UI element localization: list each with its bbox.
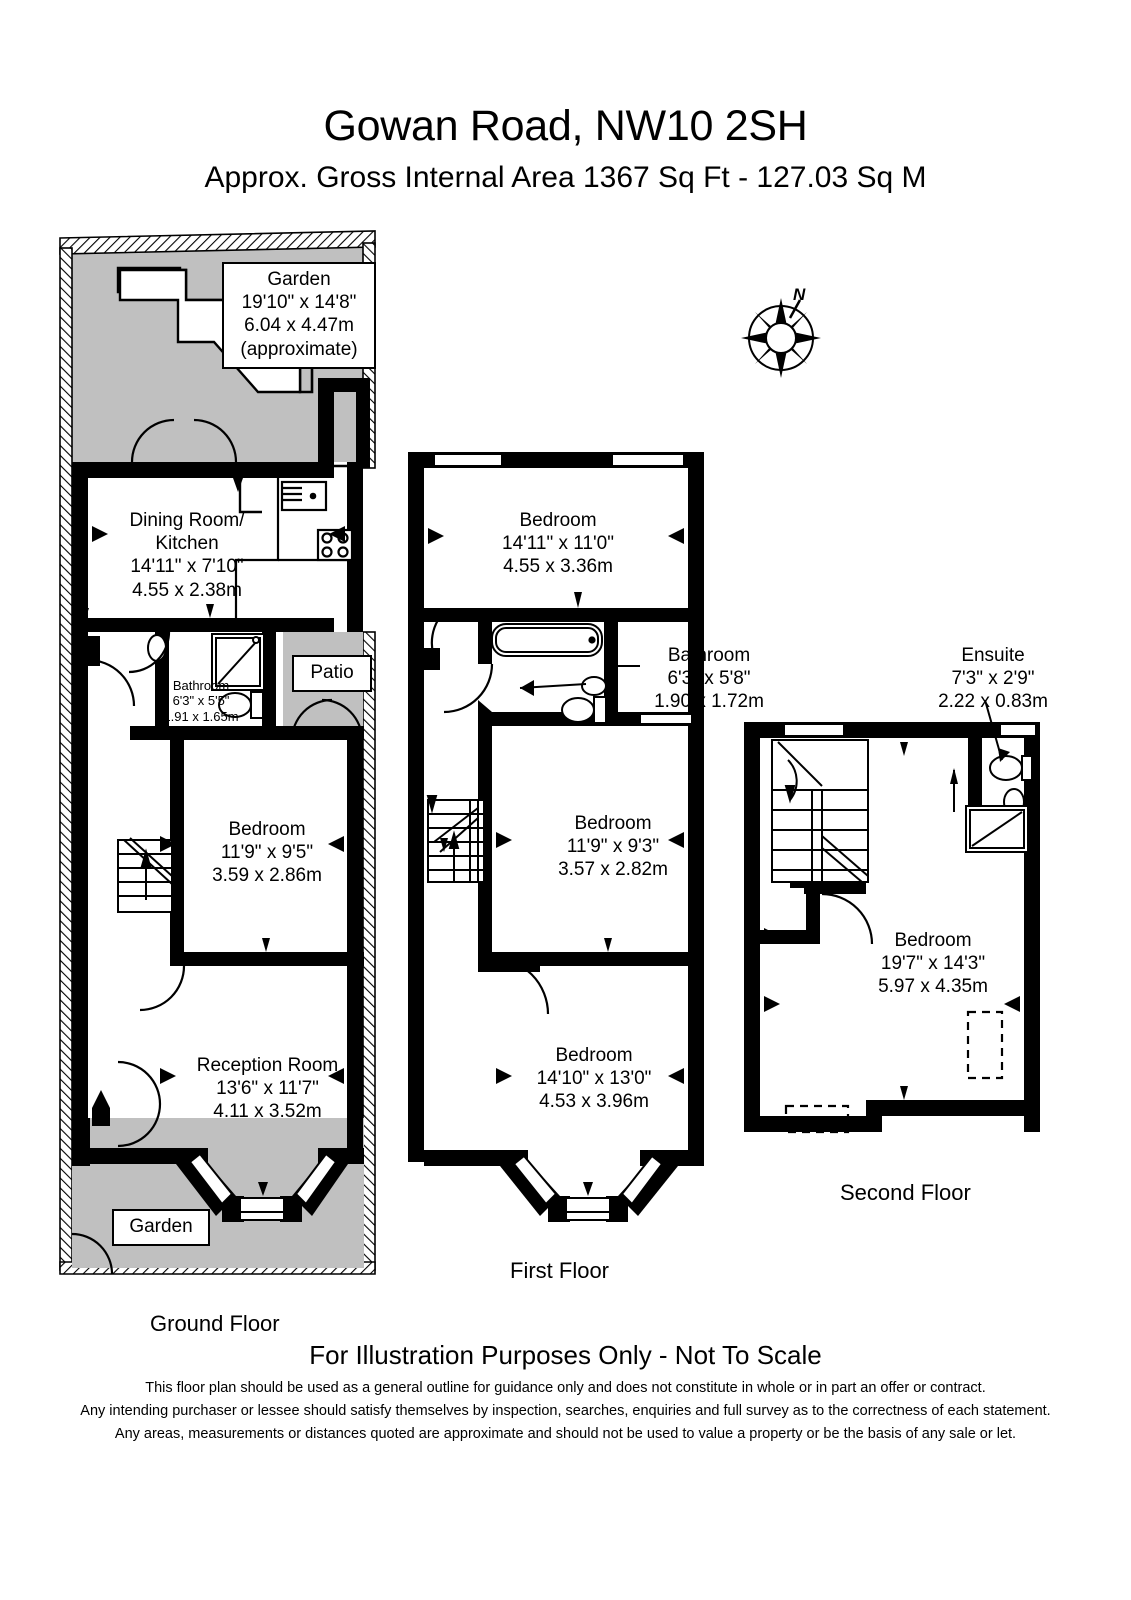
first-floor-side-window — [639, 713, 693, 725]
compass-rose — [741, 298, 821, 378]
floor-label-first: First Floor — [510, 1258, 609, 1283]
header: Gowan Road, NW10 2SH Approx. Gross Inter… — [0, 0, 1131, 193]
second-floor-plan — [744, 699, 1040, 1134]
first-bay-arrow — [583, 1182, 593, 1196]
page-title: Gowan Road, NW10 2SH — [323, 102, 808, 150]
ground-stairs — [117, 837, 173, 913]
kitchen-side-door — [238, 478, 262, 514]
ground-bathroom-fittings — [147, 633, 265, 719]
first-floor-plan — [408, 452, 704, 1222]
disclaimer-line-1: This floor plan should be used as a gene… — [145, 1380, 986, 1396]
first-floor-stairs — [426, 795, 485, 883]
ground-bay-window — [188, 1152, 338, 1221]
boundary-fence-right-lower — [362, 631, 376, 1271]
second-floor-stairs — [771, 739, 869, 883]
first-dimension-arrows — [428, 528, 684, 1084]
kitchen-garden-door-2 — [193, 418, 238, 463]
disclaimer-line-3: Any areas, measurements or distances quo… — [114, 1426, 1017, 1442]
ground-bay-arrow — [258, 1182, 268, 1196]
illustration-notice: For Illustration Purposes Only - Not To … — [309, 1340, 822, 1370]
first-bay-window — [512, 1154, 664, 1221]
second-floor-recess-bottom — [784, 1104, 850, 1134]
compass-north-label: N — [793, 285, 806, 304]
kitchen-units — [234, 478, 354, 618]
entrance-arrow — [92, 1090, 110, 1126]
first-floor-rear-windows — [433, 453, 685, 467]
ground-floor-plan — [59, 230, 376, 1275]
entrance-door-arc — [117, 1060, 162, 1148]
hall-door-arc — [87, 658, 136, 707]
page-subtitle: Approx. Gross Internal Area 1367 Sq Ft -… — [204, 161, 927, 194]
reception-door-arc — [139, 965, 186, 1012]
second-ensuite-fittings — [965, 755, 1033, 853]
first-bedroom-mid-door — [491, 956, 550, 1015]
second-floor-rear-window — [783, 723, 845, 737]
ground-dimension-arrows — [81, 526, 345, 1084]
second-floor-ensuite-window — [999, 723, 1037, 737]
first-bathroom-fittings — [491, 623, 607, 724]
second-bedroom-door — [821, 892, 874, 945]
compass-north-needle — [788, 299, 802, 319]
boundary-fence-left — [59, 247, 73, 1271]
ground-bathroom-door — [128, 631, 171, 674]
kitchen-garden-door-1 — [130, 418, 175, 463]
first-bathroom-door — [443, 663, 494, 714]
second-floor-recess-right — [966, 1010, 1004, 1080]
second-ensuite-arrows — [950, 768, 958, 812]
floor-label-ground: Ground Floor — [150, 1311, 280, 1336]
second-dimension-arrows — [764, 742, 1020, 1100]
floor-label-second: Second Floor — [840, 1180, 971, 1205]
front-gate-arc — [71, 1232, 114, 1275]
disclaimer-line-2: Any intending purchaser or lessee should… — [80, 1403, 1051, 1419]
